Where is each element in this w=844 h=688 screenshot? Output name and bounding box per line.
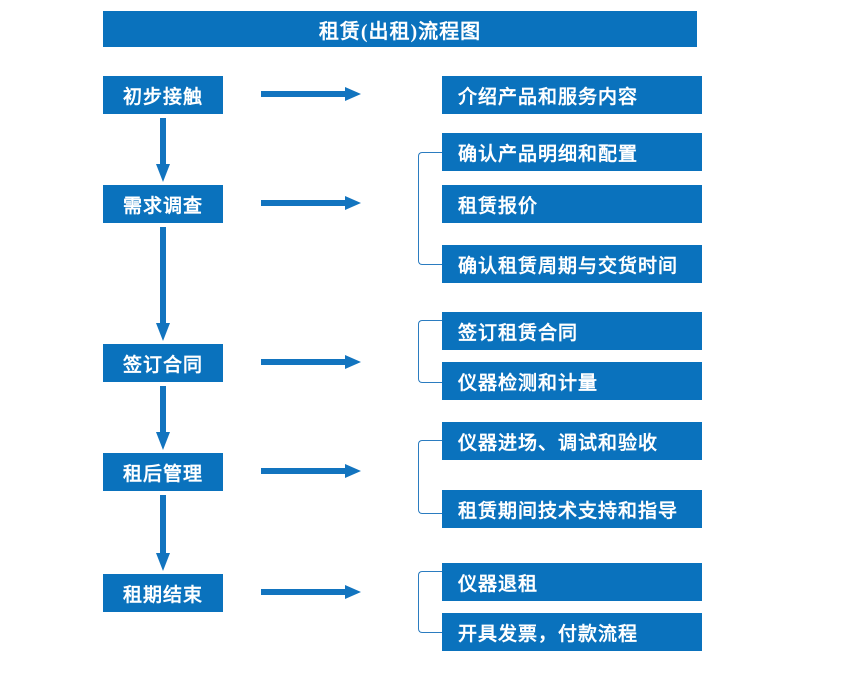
detail-box-6[interactable]: 仪器检测和计量 (442, 362, 702, 400)
detail-box-5[interactable]: 签订租赁合同 (442, 312, 702, 350)
detail-box-9[interactable]: 仪器退租 (442, 563, 702, 601)
vertical-arrow-4-to-5 (156, 495, 170, 571)
group-bracket-2 (418, 152, 442, 265)
detail-box-3[interactable]: 租赁报价 (442, 185, 702, 223)
page-title: 租赁(出租)流程图 (103, 11, 697, 47)
horizontal-arrow-4 (261, 464, 361, 478)
horizontal-arrow-3 (261, 355, 361, 369)
vertical-arrow-3-to-4 (156, 386, 170, 450)
horizontal-arrow-2 (261, 196, 361, 210)
group-bracket-5 (418, 571, 442, 633)
group-bracket-3 (418, 320, 442, 383)
stage-box-4[interactable]: 租后管理 (103, 453, 223, 491)
detail-box-1[interactable]: 介绍产品和服务内容 (442, 76, 702, 114)
group-bracket-4 (418, 440, 442, 514)
stage-box-3[interactable]: 签订合同 (103, 344, 223, 382)
stage-box-5[interactable]: 租期结束 (103, 574, 223, 612)
stage-box-1[interactable]: 初步接触 (103, 76, 223, 114)
detail-box-10[interactable]: 开具发票，付款流程 (442, 613, 702, 651)
vertical-arrow-2-to-3 (156, 227, 170, 341)
detail-box-4[interactable]: 确认租赁周期与交货时间 (442, 245, 702, 283)
horizontal-arrow-5 (261, 585, 361, 599)
detail-box-7[interactable]: 仪器进场、调试和验收 (442, 422, 702, 460)
detail-box-8[interactable]: 租赁期间技术支持和指导 (442, 490, 702, 528)
horizontal-arrow-1 (261, 87, 361, 101)
stage-box-2[interactable]: 需求调查 (103, 185, 223, 223)
vertical-arrow-1-to-2 (156, 118, 170, 182)
detail-box-2[interactable]: 确认产品明细和配置 (442, 133, 702, 171)
